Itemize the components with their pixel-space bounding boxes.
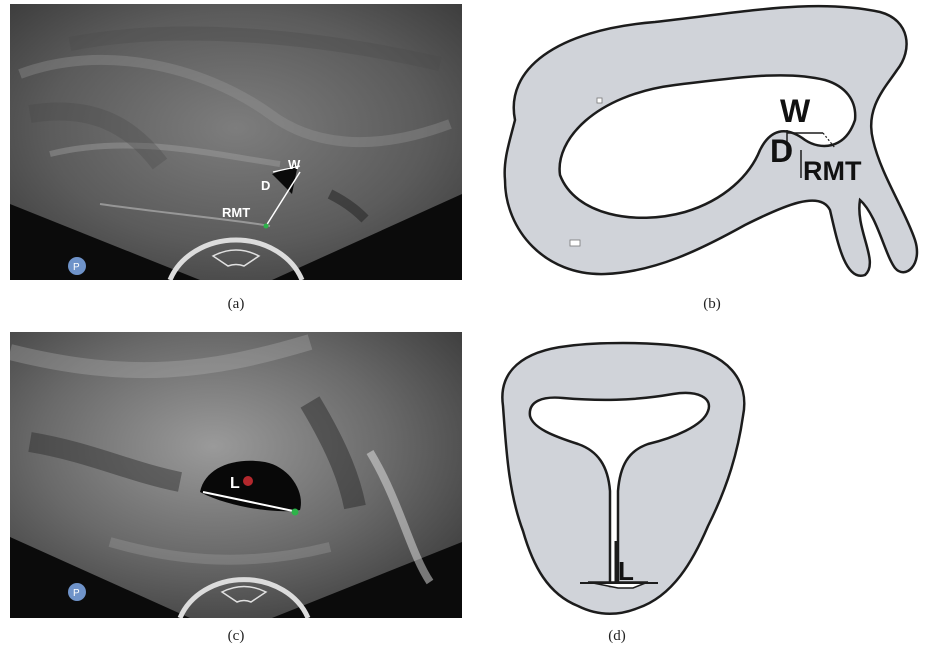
label-w: W: [780, 93, 811, 129]
uterus-sagittal-diagram: W D RMT: [485, 0, 925, 285]
label-rmt: RMT: [222, 205, 250, 220]
panel-c-ultrasound: L P: [10, 332, 462, 618]
ultrasound-image-a: W D RMT P: [10, 4, 462, 280]
label-d: D: [261, 178, 270, 193]
probe-badge-label: P: [73, 588, 80, 599]
label-w: W: [288, 157, 301, 172]
panel-a-ultrasound: W D RMT P: [10, 4, 462, 280]
panel-b-diagram: W D RMT: [485, 0, 925, 285]
label-rmt: RMT: [803, 156, 862, 186]
panel-d-diagram: L: [488, 326, 758, 624]
uterus-coronal-diagram: L: [488, 326, 758, 624]
label-l: L: [230, 475, 240, 492]
caption-a: (a): [216, 296, 256, 313]
caption-d: (d): [597, 628, 637, 645]
ultrasound-image-c: L P: [10, 332, 462, 618]
label-d: D: [770, 133, 793, 169]
caption-b: (b): [692, 296, 732, 313]
caption-c: (c): [216, 628, 256, 645]
probe-badge-label: P: [73, 262, 80, 273]
label-l: L: [618, 556, 634, 586]
